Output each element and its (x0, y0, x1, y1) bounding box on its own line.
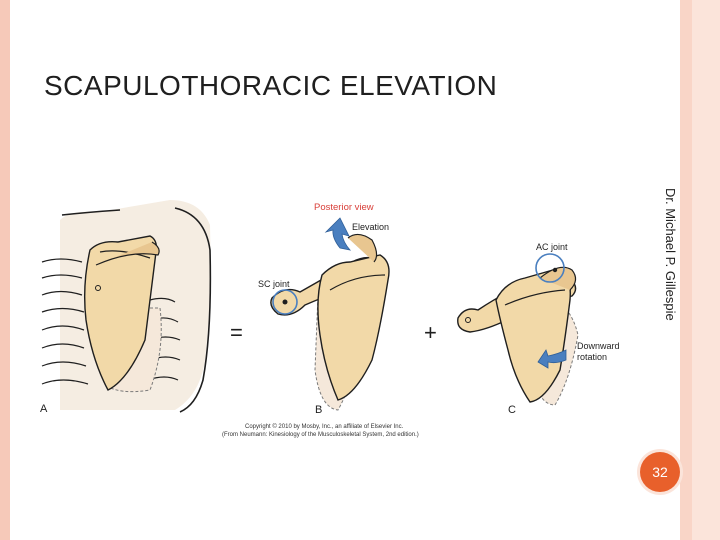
ac-joint-label: AC joint (536, 242, 568, 252)
panel-label-a: A (40, 403, 48, 415)
posterior-view-label: Posterior view (314, 202, 374, 213)
panel-a-illustration (42, 200, 210, 412)
slide-number-badge: 32 (640, 452, 680, 492)
plus-sign: + (424, 320, 437, 345)
panel-label-b: B (315, 404, 322, 416)
elevation-arrow (326, 218, 350, 250)
downward-rotation-label-1: Downward (577, 341, 620, 351)
copyright-line-1: Copyright © 2010 by Mosby, Inc., an affi… (245, 423, 404, 430)
panel-label-c: C (508, 404, 516, 416)
elevation-label: Elevation (352, 222, 389, 232)
copyright-line-2: (From Neumann: Kinesiology of the Muscul… (222, 432, 419, 438)
panel-c-illustration (458, 254, 578, 405)
equals-sign: = (230, 320, 243, 345)
downward-rotation-label-2: rotation (577, 352, 607, 362)
sc-joint-label: SC joint (258, 279, 290, 289)
